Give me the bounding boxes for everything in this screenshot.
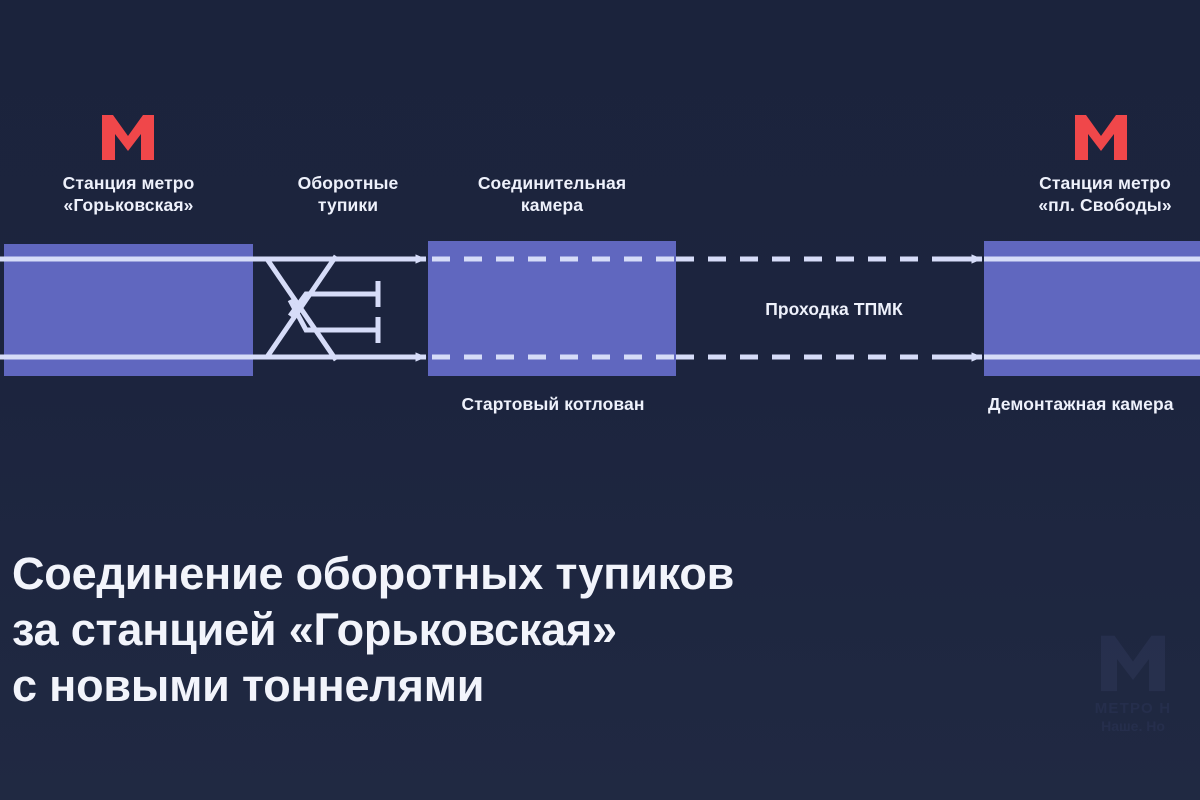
crossover-line-lower-to-upper: [264, 254, 339, 359]
label-junction-chamber: Соединительная камера: [477, 173, 627, 216]
metro-m-logo-left: [102, 115, 154, 160]
tunnel-box-junction-chamber: [428, 241, 676, 376]
label-tbm-drive: Проходка ТПМК: [765, 299, 903, 319]
headline-title: Соединение оборотных тупиков за станцией…: [12, 548, 735, 711]
label-start-pit: Стартовый котлован: [461, 394, 645, 414]
label-demounting-chamber: Демонтажная камера: [988, 394, 1174, 414]
label-station-gorkovskaya: Станция метро «Горьковская»: [62, 173, 195, 216]
label-station-svobody: Станция метро «пл. Свободы»: [1038, 173, 1172, 216]
tunnel-box-station-svobody: [984, 241, 1200, 376]
label-turnback-sidings: Оборотные тупики: [297, 173, 399, 216]
stub-track-lower: [287, 298, 378, 333]
metro-m-logo-right: [1075, 115, 1127, 160]
tunnel-box-station-gorkovskaya: [4, 244, 253, 376]
